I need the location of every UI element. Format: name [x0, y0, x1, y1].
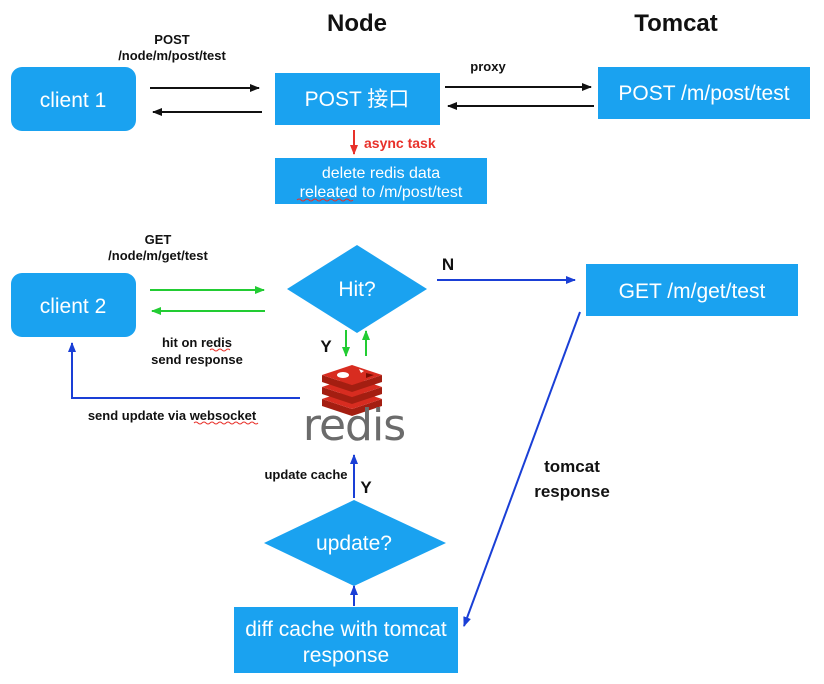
yes-hit-label: Y	[320, 337, 332, 356]
send-response-label: send response	[151, 352, 243, 367]
hit-decision-label: Hit?	[338, 278, 375, 301]
diff-cache-line2: response	[303, 644, 389, 667]
diff-cache-box	[234, 607, 458, 673]
delete-redis-line2: releated to /m/post/test	[300, 184, 463, 201]
tomcat-post-box	[598, 67, 810, 119]
post-api-box	[275, 73, 440, 125]
client-1-label: client 1	[40, 89, 107, 112]
diff-cache-line1: diff cache with tomcat	[245, 618, 447, 641]
update-decision-diamond	[264, 500, 446, 586]
post-method-label: POST	[154, 32, 189, 47]
no-label: N	[442, 255, 454, 274]
post-api-label: POST 接口	[305, 88, 410, 111]
tomcat-post-label: POST /m/post/test	[618, 82, 789, 105]
client-1-box	[11, 67, 136, 131]
tomcat-get-box	[586, 264, 798, 316]
get-method-label: GET	[145, 232, 172, 247]
hit-on-redis-label: hit on redis	[162, 335, 232, 350]
hit-decision-diamond	[287, 245, 427, 333]
update-cache-label: update cache	[264, 467, 347, 482]
websocket-update-arrow	[68, 342, 300, 399]
client-2-label: client 2	[40, 295, 107, 318]
spellcheck-underline	[296, 198, 354, 202]
get-path-label: /node/m/get/test	[108, 248, 208, 263]
yes-update-label: Y	[360, 478, 372, 497]
delete-redis-box	[275, 158, 487, 204]
delete-redis-line1: delete redis data	[322, 165, 440, 182]
update-decision-label: update?	[316, 532, 392, 555]
tomcat-response-line1: tomcat	[544, 457, 600, 476]
tomcat-column-title: Tomcat	[634, 10, 718, 37]
post-path-label: /node/m/post/test	[118, 48, 226, 63]
async-task-label: async task	[364, 135, 436, 151]
node-column-title: Node	[327, 10, 387, 37]
redis-logo-text: redis	[303, 400, 405, 451]
tomcat-response-line2: response	[534, 482, 610, 501]
spellcheck-underline	[209, 348, 231, 352]
tomcat-get-label: GET /m/get/test	[619, 280, 766, 303]
proxy-label: proxy	[470, 59, 506, 74]
tomcat-response-arrow	[463, 311, 581, 627]
client-2-box	[11, 273, 136, 337]
redis-logo: redis	[303, 365, 406, 451]
send-update-label: send update via websocket	[88, 408, 257, 423]
spellcheck-underline	[193, 421, 259, 425]
